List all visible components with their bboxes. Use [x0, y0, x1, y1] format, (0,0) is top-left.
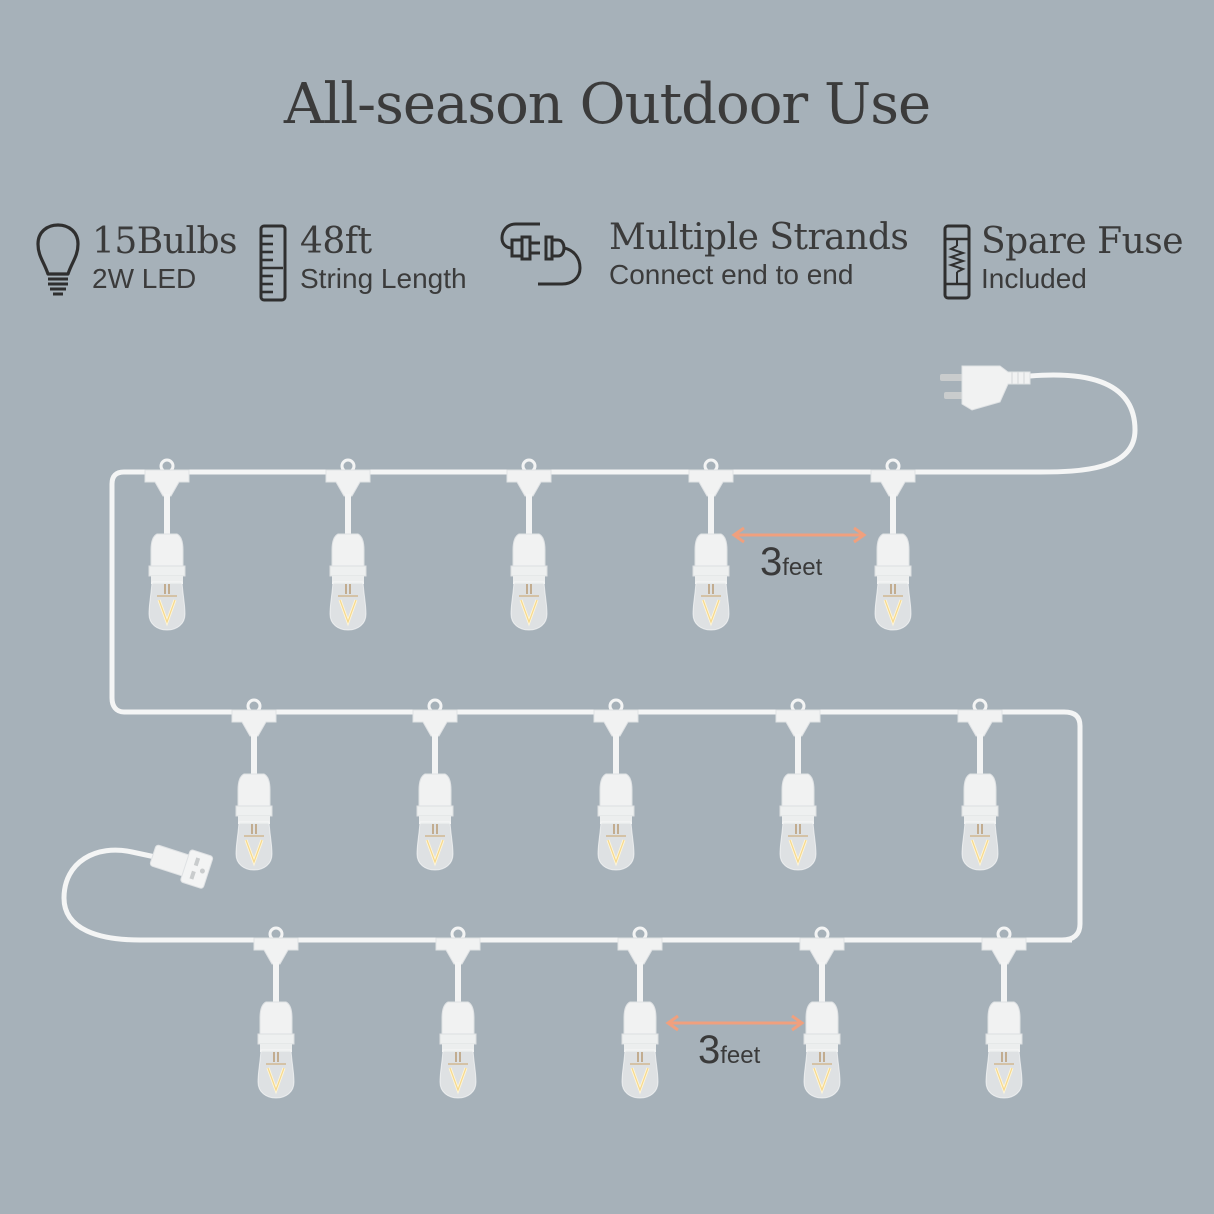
feature-strands-title: Multiple Strands: [609, 217, 909, 258]
bulb-icon: [36, 223, 80, 296]
feature-fuse-title: Spare Fuse: [981, 221, 1184, 262]
spacing-arrow-top: [731, 526, 867, 544]
plug-connect-icon: [500, 222, 582, 286]
feature-bulbs: 15Bulbs 2W LED: [92, 222, 237, 296]
ruler-icon: [259, 224, 287, 302]
feature-strands-subtitle: Connect end to end: [609, 259, 854, 290]
spacing-arrow-bottom: [665, 1014, 805, 1032]
feature-length-subtitle: String Length: [300, 263, 467, 294]
feature-bulbs-title: 15Bulbs: [92, 221, 237, 262]
feature-length: 48ft String Length: [300, 222, 467, 296]
feature-strands: Multiple Strands Connect end to end: [609, 217, 909, 292]
spacing-unit: feet: [720, 1042, 761, 1069]
plug-icon: [940, 365, 1031, 411]
feature-fuse: Spare Fuse Included: [981, 221, 1184, 296]
spacing-label-bottom: 3feet: [698, 1028, 760, 1073]
spacing-value: 3: [698, 1028, 721, 1072]
outlet-end-icon: [149, 844, 214, 889]
spacing-value: 3: [760, 540, 783, 584]
feature-length-title: 48ft: [300, 221, 372, 262]
page-title: All-season Outdoor Use: [283, 72, 931, 137]
feature-bulbs-subtitle: 2W LED: [92, 263, 197, 294]
spacing-unit: feet: [782, 554, 823, 581]
spacing-label-top: 3feet: [760, 540, 822, 585]
feature-fuse-subtitle: Included: [981, 263, 1087, 294]
fuse-icon: [943, 224, 971, 300]
